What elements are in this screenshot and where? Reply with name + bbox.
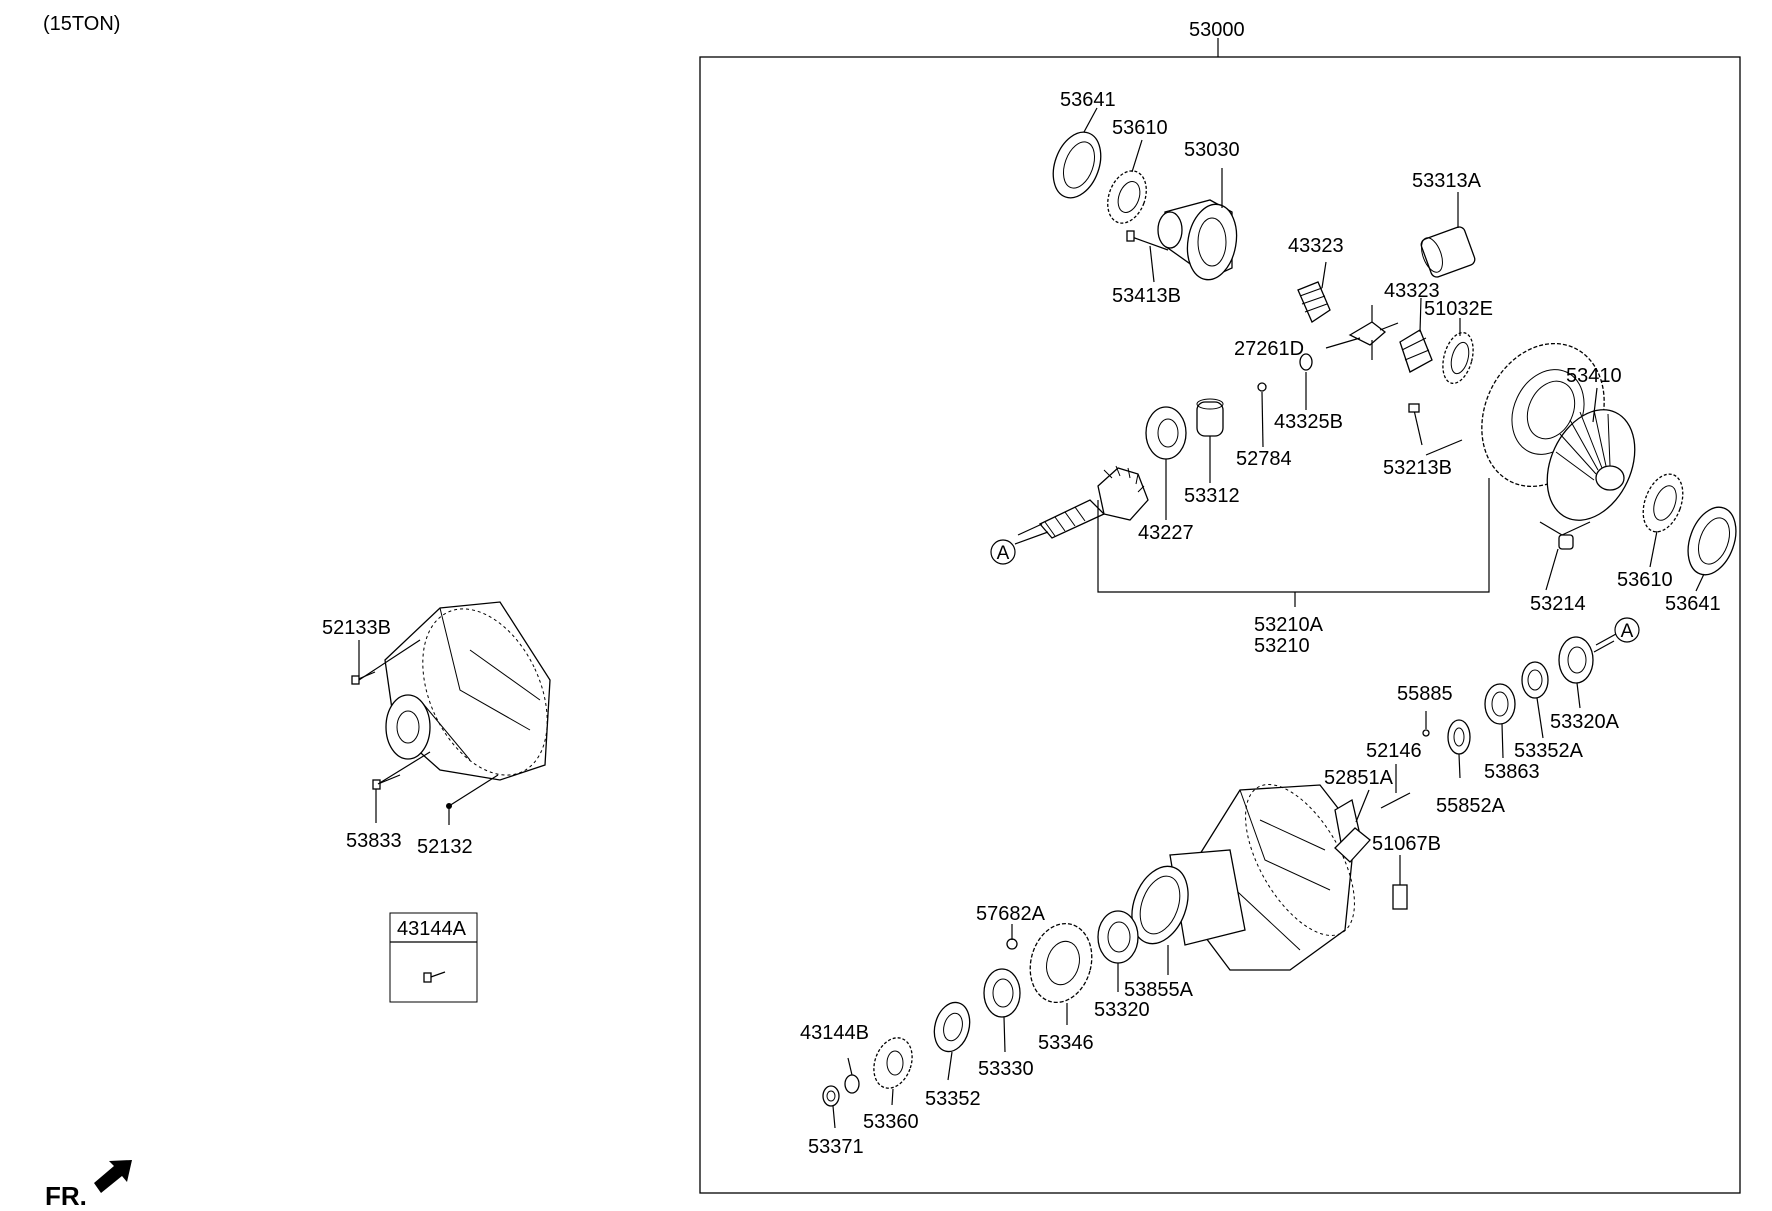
callout-53641-top[interactable]: 53641 (1060, 89, 1116, 111)
callout-53641-right[interactable]: 53641 (1665, 593, 1721, 615)
stud-43144A[interactable] (423, 971, 446, 983)
bearing-cup-53641-top[interactable] (1045, 126, 1110, 205)
washer-52784[interactable] (1257, 382, 1267, 392)
companion-flange-53360[interactable] (867, 1032, 919, 1093)
oil-seal-55852A[interactable] (1447, 719, 1471, 755)
callout-43227[interactable]: 43227 (1138, 522, 1194, 544)
bolt-53213B[interactable] (1408, 403, 1423, 446)
callout-43323-left[interactable]: 43323 (1288, 235, 1344, 257)
callout-53410[interactable]: 53410 (1566, 365, 1622, 387)
callout-53413B[interactable]: 53413B (1112, 285, 1181, 307)
bolt-52133B[interactable] (351, 671, 376, 685)
callout-53610-right[interactable]: 53610 (1617, 569, 1673, 591)
callout-53030[interactable]: 53030 (1184, 139, 1240, 161)
bearing-cone-53610-right[interactable] (1636, 469, 1690, 538)
callout-52146[interactable]: 52146 (1366, 740, 1422, 762)
bolt-53833[interactable] (372, 774, 401, 790)
nut-53371[interactable] (822, 1085, 840, 1107)
callout-55852A[interactable]: 55852A (1436, 795, 1506, 817)
spacer-53863[interactable] (1484, 683, 1516, 725)
leader-lines (358, 107, 1705, 1129)
model-label: (15TON) (43, 13, 120, 35)
callout-51067B[interactable]: 51067B (1372, 833, 1441, 855)
assembly-frame (699, 56, 1741, 1194)
bolt-52146[interactable] (1380, 792, 1411, 809)
callout-53863[interactable]: 53863 (1484, 761, 1540, 783)
drive-pinion-shaft[interactable] (1017, 465, 1149, 539)
washer-43144B[interactable] (844, 1074, 860, 1094)
callout-51032E[interactable]: 51032E (1424, 298, 1493, 320)
callout-53346[interactable]: 53346 (1038, 1032, 1094, 1054)
bearing-cage-53030[interactable] (1157, 199, 1242, 284)
callout-43325B[interactable]: 43325B (1274, 411, 1343, 433)
side-gear-51032E[interactable] (1438, 329, 1479, 386)
nut-53214[interactable] (1558, 534, 1574, 550)
sleeve-53313A[interactable] (1417, 225, 1476, 278)
svg-text:A: A (1621, 621, 1634, 642)
callout-55885[interactable]: 55885 (1397, 683, 1453, 705)
thrust-washer-43325B[interactable] (1299, 353, 1313, 371)
svg-text:A: A (997, 543, 1010, 564)
callout-53320A[interactable]: 53320A (1550, 711, 1620, 733)
callout-52132[interactable]: 52132 (417, 836, 473, 858)
bearing-cage-53346[interactable] (1022, 917, 1101, 1010)
callout-57682A[interactable]: 57682A (976, 903, 1046, 925)
callout-53360[interactable]: 53360 (863, 1111, 919, 1133)
axle-housing-assembly[interactable] (384, 589, 572, 795)
oil-seal-53352[interactable] (929, 998, 975, 1055)
callout-53610-top[interactable]: 53610 (1112, 117, 1168, 139)
reference-mark-a-left: A (990, 539, 1016, 565)
callout-53371[interactable]: 53371 (808, 1136, 864, 1158)
bearing-cone-53610-top[interactable] (1101, 165, 1153, 228)
callout-53833[interactable]: 53833 (346, 830, 402, 852)
spider-27261D[interactable] (1348, 305, 1399, 360)
callout-53313A[interactable]: 53313A (1412, 170, 1482, 192)
front-arrow-icon (94, 1160, 132, 1193)
gasket-53855A[interactable] (1122, 859, 1198, 952)
callout-53352[interactable]: 53352 (925, 1088, 981, 1110)
callout-43144A[interactable]: 43144A (397, 918, 467, 940)
callout-43323-right[interactable]: 43323 (1384, 280, 1440, 302)
bearing-53330[interactable] (983, 968, 1021, 1018)
pin-55885[interactable] (1422, 729, 1430, 737)
callout-52851A[interactable]: 52851A (1324, 767, 1394, 789)
bearing-cup-53641-right[interactable] (1679, 501, 1744, 582)
callout-53213B[interactable]: 53213B (1383, 457, 1452, 479)
callout-53214[interactable]: 53214 (1530, 593, 1586, 615)
callout-53855A[interactable]: 53855A (1124, 979, 1194, 1001)
front-label: FR. (45, 1181, 87, 1211)
bolt-53413B[interactable] (1126, 230, 1169, 251)
callout-53352A[interactable]: 53352A (1514, 740, 1584, 762)
callout-53210A[interactable]: 53210A (1254, 614, 1324, 636)
side-pinion-43323-right[interactable] (1399, 329, 1433, 373)
plate-51067B[interactable] (1392, 884, 1408, 910)
callout-labels: 53641 53610 53030 53313A 53413B 43323 43… (322, 89, 1721, 1158)
callout-52133B[interactable]: 52133B (322, 617, 391, 639)
bearing-53320[interactable] (1097, 910, 1139, 964)
bearing-53352A[interactable] (1521, 661, 1549, 699)
callout-53210[interactable]: 53210 (1254, 635, 1310, 657)
bearing-43227[interactable] (1145, 406, 1187, 460)
seal-57682A[interactable] (1006, 938, 1018, 950)
callout-52784[interactable]: 52784 (1236, 448, 1292, 470)
carrier-housing[interactable] (1169, 767, 1377, 971)
differential-case-53410[interactable] (1530, 396, 1652, 535)
callout-27261D[interactable]: 27261D (1234, 338, 1304, 360)
inset-box-43144A (389, 912, 478, 1003)
thrust-block-52851A[interactable] (1334, 827, 1371, 863)
spacer-53312[interactable] (1196, 398, 1224, 437)
callout-43144B[interactable]: 43144B (800, 1022, 869, 1044)
callout-53330[interactable]: 53330 (978, 1058, 1034, 1080)
assembly-number[interactable]: 53000 (1189, 19, 1245, 41)
bearing-53320A[interactable] (1558, 636, 1594, 684)
side-pinion-43323-left[interactable] (1297, 281, 1331, 323)
reference-mark-a-right: A (1614, 617, 1640, 643)
callout-53312[interactable]: 53312 (1184, 485, 1240, 507)
callout-53320[interactable]: 53320 (1094, 999, 1150, 1021)
